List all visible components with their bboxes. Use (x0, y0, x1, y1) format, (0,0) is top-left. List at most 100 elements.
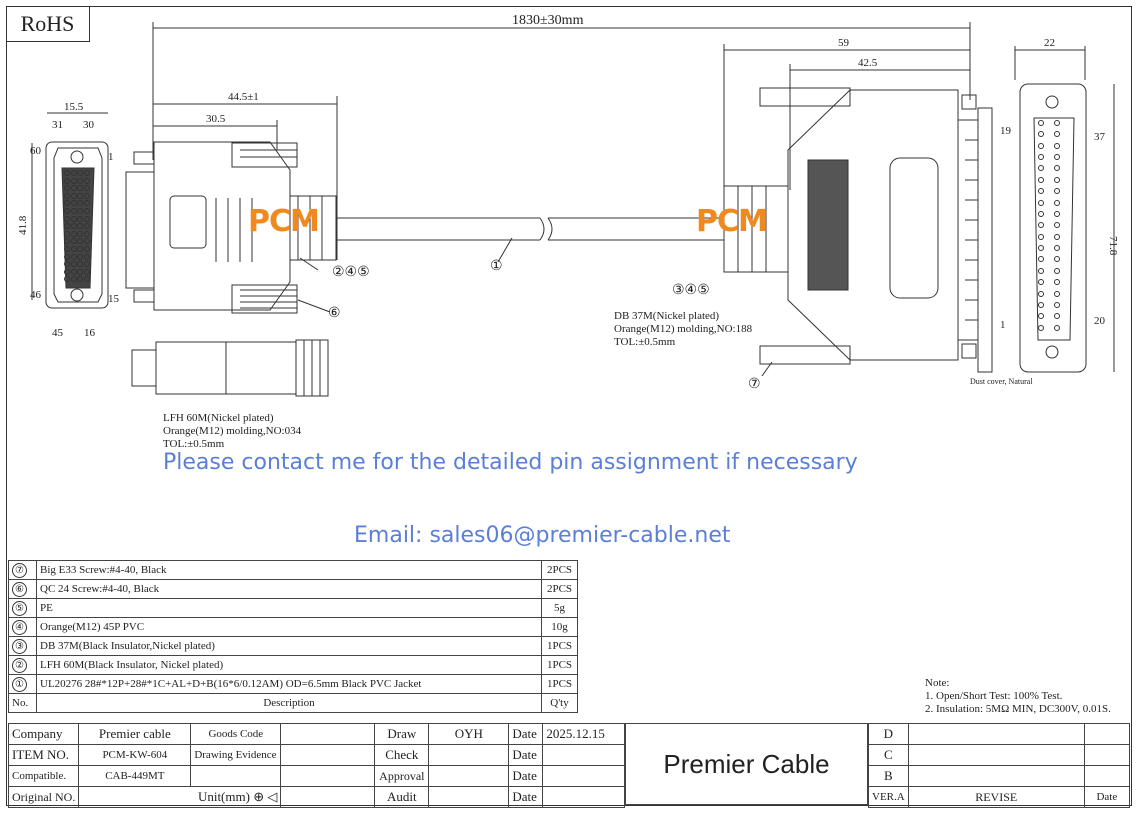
bom-item-desc: Big E33 Screw:#4-40, Black (36, 560, 542, 580)
callout-3-4-5: ③④⑤ (672, 283, 710, 298)
company-label: Company (7, 723, 80, 745)
contact-pin (1054, 324, 1060, 331)
rev-letter: C (868, 744, 909, 766)
bom-item-qty: 1PCS (541, 674, 578, 694)
contact-pin (1038, 165, 1044, 172)
contact-pin (64, 238, 70, 245)
draw-label: Draw (374, 723, 430, 745)
contact-pin (64, 192, 70, 199)
db37-note-line: DB 37M(Nickel plated) (614, 310, 720, 322)
contact-pin (1038, 142, 1044, 149)
contact-pin (64, 177, 70, 184)
compatible-label: Compatible. (7, 765, 80, 787)
contact-pin (70, 208, 77, 214)
lfh60-side-view: 44.5±1 30.5 (125, 91, 540, 314)
contact-pin (64, 276, 70, 283)
contact-pin (64, 208, 70, 214)
leader-line (299, 257, 319, 271)
contact-pin (77, 246, 83, 252)
date-value: 2025.12.15 (542, 723, 625, 745)
contact-pin (83, 223, 90, 230)
cable-break (547, 217, 553, 241)
pin-label-31: 31 (52, 119, 63, 131)
notes-title: Note: (925, 677, 950, 689)
unit-label: Unit(mm) (197, 789, 250, 804)
right-width-dim: 22 (1044, 37, 1055, 49)
date-label: Date (508, 786, 544, 808)
contact-pin (64, 230, 70, 237)
date-label: Date (508, 723, 544, 745)
contact-pin (83, 246, 90, 252)
bom-item-desc: PE (36, 598, 542, 618)
cable-break (539, 217, 545, 241)
bom-item-no: ④ (8, 617, 37, 637)
right-overall-dim: 59 (838, 37, 850, 49)
leader-line (497, 237, 513, 263)
contact-pin (1038, 120, 1044, 126)
pcm-logo-left: PCM (248, 204, 320, 239)
bom-item-desc: Orange(M12) 45P PVC (36, 617, 542, 637)
contact-pin (1054, 142, 1060, 149)
db37-note: DB 37M(Nickel plated) Orange(M12) moldin… (614, 310, 752, 349)
contact-pin (70, 223, 77, 230)
contact-pin (77, 185, 83, 192)
pin-label-1: 1 (108, 151, 114, 163)
contact-pin (1038, 131, 1044, 138)
test-notes: Note: 1. Open/Short Test: 100% Test. 2. … (925, 677, 1111, 716)
company-value: Premier cable (78, 723, 192, 745)
contact-pin (83, 261, 90, 268)
brand-name: Premier Cable (625, 723, 868, 805)
dust-cover-note: Dust cover, Natural (970, 377, 1033, 386)
title-row: Company Premier cable Goods Code Draw OY… (7, 723, 625, 745)
contact-pin (77, 223, 83, 230)
contact-pin (77, 192, 83, 199)
left-overall-dim: 44.5±1 (228, 91, 259, 103)
check-label: Check (374, 744, 430, 766)
lfh60-note-line: TOL:±0.5mm (163, 438, 225, 450)
contact-pin (70, 185, 77, 192)
contact-pin (1054, 176, 1060, 183)
lfh60-pin-grid (64, 170, 90, 284)
audit-label: Audit (374, 786, 430, 808)
contact-pin (70, 261, 77, 268)
contact-pin (64, 253, 70, 260)
right-height-dim: 71.8 (1107, 236, 1119, 256)
contact-pin (1038, 313, 1044, 320)
bom-item-no: ⑦ (8, 560, 37, 580)
contact-pin (64, 246, 70, 252)
contact-pin (83, 268, 90, 275)
approval-label: Approval (374, 765, 430, 787)
contact-pin (1054, 267, 1060, 274)
rohs-label: RoHS (6, 6, 90, 42)
right-depth-dim: 42.5 (858, 57, 878, 69)
contact-pin (1038, 290, 1044, 297)
left-depth-dim: 30.5 (206, 113, 226, 125)
contact-pin (1038, 154, 1044, 161)
contact-pin (1038, 199, 1044, 206)
revision-row: C (868, 744, 1131, 766)
contact-pin (77, 215, 83, 222)
contact-pin (1038, 233, 1044, 240)
db37-pin-grid (1038, 120, 1070, 336)
callout-1: ① (490, 259, 503, 274)
db37-note-line: Orange(M12) molding,NO:188 (614, 323, 753, 335)
bom-item-no: ① (8, 674, 37, 694)
bom-header-qty: Q'ty (541, 693, 578, 713)
contact-pin (83, 177, 90, 184)
contact-pin (77, 230, 83, 237)
contact-pin (1054, 290, 1060, 297)
contact-pin (64, 200, 70, 207)
rev-date-label: Date (1083, 786, 1131, 808)
contact-pin (70, 170, 77, 176)
bom-header-row: No. Description Q'ty (8, 693, 578, 713)
contact-pin (77, 253, 83, 260)
date-label: Date (508, 744, 544, 766)
contact-pin (64, 261, 70, 268)
left-width-dim: 15.5 (64, 101, 84, 113)
